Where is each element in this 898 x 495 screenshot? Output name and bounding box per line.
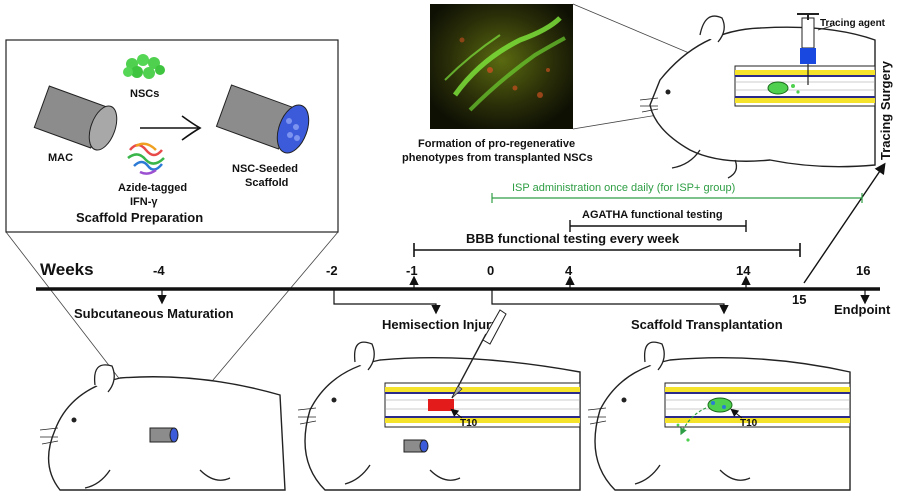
microscopy-caption-line2: phenotypes from transplanted NSCs (402, 152, 593, 164)
syringe-icon (797, 13, 819, 85)
rat-hemisection-illustration (297, 309, 581, 491)
subcutaneous-maturation-label: Subcutaneous Maturation (74, 306, 234, 321)
nsc-seeded-scaffold-icon (215, 84, 310, 154)
tick-label-4: 4 (565, 263, 573, 278)
bbb-label: BBB functional testing every week (466, 231, 680, 246)
ifn-label-line2: IFN-γ (130, 196, 158, 208)
rat-tracing-illustration (639, 13, 876, 179)
t10-label-hemisection: T10 (460, 418, 478, 429)
tick-label-minus2: -2 (326, 263, 338, 278)
injury-site-marker (428, 399, 454, 411)
transplantation-bracket-arrow (491, 289, 729, 315)
ifn-gamma-protein-icon (127, 142, 165, 175)
tracing-surgery-label: Tracing Surgery (878, 60, 893, 160)
scaffold-transplantation-label: Scaffold Transplantation (631, 317, 783, 332)
tick-label-16: 16 (856, 263, 870, 278)
transplanted-scaffold-icon (707, 397, 733, 413)
hemisection-bracket-arrow (333, 289, 441, 315)
isp-bar (491, 193, 863, 203)
weeks-label: Weeks (40, 260, 94, 279)
t10-label-transplantation: T10 (740, 418, 758, 429)
bbb-bar (413, 243, 801, 257)
microscopy-image (430, 4, 573, 129)
tick-label-15: 15 (792, 292, 806, 307)
scaffold-preparation-panel: MAC NSCs Azide-tagged IFN-γ (5, 39, 339, 233)
endpoint-label: Endpoint (834, 302, 891, 317)
tracing-surgery-arrow (803, 162, 886, 284)
agatha-bar (569, 220, 747, 232)
scalpel-icon (451, 309, 507, 399)
isp-label: ISP administration once daily (for ISP+ … (512, 182, 735, 194)
rat-maturation-illustration (39, 364, 286, 491)
tick-label-minus4: -4 (153, 263, 165, 278)
arrowhead-icon (181, 115, 202, 141)
microscopy-caption-line1: Formation of pro-regenerative (418, 138, 575, 150)
agatha-label: AGATHA functional testing (582, 209, 723, 221)
rat-transplantation-illustration (587, 341, 851, 491)
mac-cylinder-icon (33, 85, 118, 151)
mac-label: MAC (48, 152, 73, 164)
hemisection-injury-label: Hemisection Injury (382, 317, 499, 332)
tick-label-0: 0 (487, 263, 494, 278)
tick-label-14: 14 (736, 263, 751, 278)
seeded-label-line1: NSC-Seeded (232, 163, 298, 175)
ifn-label-line1: Azide-tagged (118, 182, 187, 194)
tick-label-minus1: -1 (406, 263, 418, 278)
seeded-label-line2: Scaffold (245, 177, 288, 189)
tracing-agent-label: Tracing agent (820, 18, 886, 29)
nscs-label: NSCs (130, 88, 159, 100)
scaffold-preparation-title: Scaffold Preparation (76, 210, 203, 225)
nscs-cluster-icon (123, 54, 165, 79)
